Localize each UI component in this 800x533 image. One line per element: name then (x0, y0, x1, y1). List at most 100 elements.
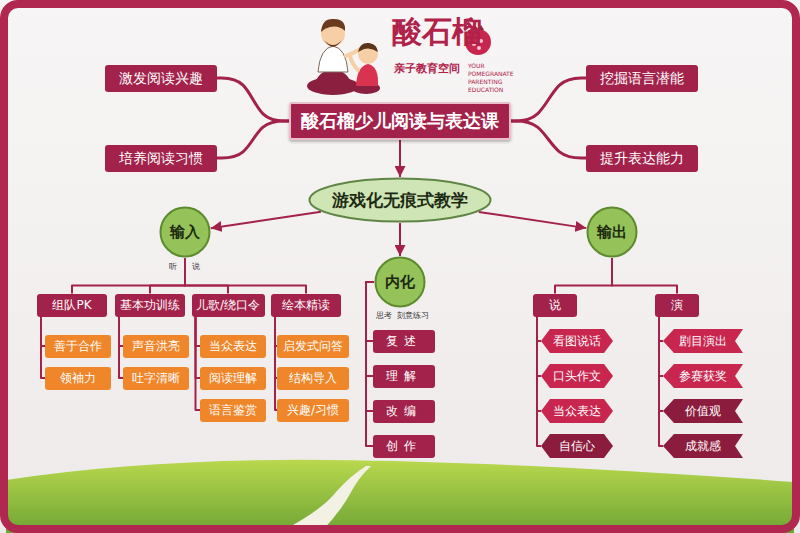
connector (659, 317, 663, 447)
node-text: 当众表达 (553, 404, 601, 418)
activity-box: 组队PK (37, 294, 107, 317)
label-text: 亲子教育空间 (394, 62, 460, 75)
connector (537, 317, 541, 447)
frame-border (4, 4, 796, 529)
connector (185, 258, 306, 294)
node-text: 说 (549, 298, 561, 312)
result-hexagon: 口头作文 (541, 364, 613, 388)
node-text: 绘本精读 (282, 298, 330, 312)
skill-box: 声音洪亮 (123, 335, 189, 358)
skill-box: 启发式问答 (277, 335, 349, 358)
activity-box: 演 (655, 294, 699, 317)
result-hexagon: 看图说话 (541, 329, 613, 353)
activity-box: 基本功训练 (115, 294, 185, 317)
node-text: 挖掘语言潜能 (600, 70, 684, 87)
connector (479, 212, 587, 228)
connector (555, 258, 612, 294)
node-text: 儿歌/绕口令 (196, 298, 260, 312)
stage-circle: 内化 (374, 256, 426, 308)
stage-circle: 输出 (586, 206, 638, 258)
step-box: 创作 (373, 435, 435, 458)
skill-box: 阅读理解 (200, 367, 266, 390)
node-text: 基本功训练 (120, 298, 180, 312)
result-hexagon: 自信心 (541, 434, 613, 458)
label-text: 思考 (376, 311, 392, 320)
connector (196, 317, 201, 411)
method-ellipse: 游戏化无痕式教学 (308, 177, 492, 223)
connector (399, 140, 401, 177)
node-text: 游戏化无痕式教学 (332, 190, 468, 210)
connector (150, 258, 185, 294)
node-text: 启发式问答 (283, 339, 343, 353)
step-box: 复述 (373, 330, 435, 353)
road (282, 466, 371, 531)
goal-box: 激发阅读兴趣 (105, 65, 217, 92)
skill-box: 兴趣/习惯 (277, 399, 349, 422)
node-text: 成就感 (685, 439, 721, 453)
label-text: 听 (169, 262, 177, 271)
result-arrow: 剧目演出 (663, 329, 743, 353)
stage-circle: 输入 (159, 206, 211, 258)
node-text: 吐字清晰 (132, 371, 180, 385)
green-hill (6, 460, 794, 533)
node-text: 阅读理解 (209, 371, 257, 385)
node-text: 领袖力 (60, 371, 96, 385)
connector (399, 223, 401, 256)
step-box: 改编 (373, 400, 435, 423)
node-text: 声音洪亮 (132, 339, 180, 353)
goal-box: 挖掘语言潜能 (586, 65, 698, 92)
goal-box: 培养阅读习惯 (105, 145, 217, 172)
node-text: 激发阅读兴趣 (119, 70, 203, 87)
skill-box: 当众表达 (200, 335, 266, 358)
node-text: 价值观 (685, 404, 721, 418)
label-text: 酸石榴 (392, 14, 482, 49)
node-text: 语言鉴赏 (209, 403, 257, 417)
connector (217, 121, 289, 158)
skill-box: 结构导入 (277, 367, 349, 390)
activity-box: 儿歌/绕口令 (192, 294, 265, 317)
node-text: 自信心 (559, 439, 595, 453)
connector (185, 258, 228, 294)
note-text: 刻意练习 (397, 311, 429, 320)
node-text: 结构导入 (289, 371, 337, 385)
node-text: 剧目演出 (679, 334, 727, 348)
note-text: 听 (169, 262, 177, 271)
connector (511, 121, 586, 158)
node-text: 复述 (386, 334, 422, 348)
goal-box: 提升表达能力 (586, 145, 698, 172)
label-text: 说 (192, 262, 200, 271)
node-text: 演 (671, 298, 683, 312)
skill-box: 领袖力 (45, 367, 111, 390)
node-text: 口头作文 (553, 369, 601, 383)
node-text: 改编 (386, 404, 422, 418)
logo-title: 酸石榴 (392, 14, 482, 50)
connector (275, 317, 277, 411)
node-text: 提升表达能力 (600, 150, 684, 167)
connector (511, 78, 586, 121)
parent-child-illustration (307, 19, 380, 95)
title-banner: 酸石榴少儿阅读与表达课 (289, 102, 511, 140)
node-text: 善于合作 (54, 339, 102, 353)
node-text: 理解 (386, 369, 422, 383)
activity-box: 说 (533, 294, 577, 317)
logo-subtitle: 亲子教育空间 (394, 62, 460, 76)
connector (217, 78, 289, 121)
step-box: 理解 (373, 365, 435, 388)
node-text: 兴趣/习惯 (287, 403, 339, 417)
label-text: 刻意练习 (397, 311, 429, 320)
skill-box: 吐字清晰 (123, 367, 189, 390)
result-hexagon: 当众表达 (541, 399, 613, 423)
result-arrow: 成就感 (663, 434, 743, 458)
node-text: 组队PK (52, 298, 91, 312)
node-text: 输入 (170, 223, 200, 241)
connector (366, 282, 374, 376)
note-text: 思考 (376, 311, 392, 320)
node-text: 内化 (385, 273, 415, 291)
activity-box: 绘本精读 (271, 294, 341, 317)
connector (72, 258, 185, 294)
node-text: 创作 (386, 439, 422, 453)
node-text: 看图说话 (553, 334, 601, 348)
node-text: 参赛获奖 (679, 369, 727, 383)
